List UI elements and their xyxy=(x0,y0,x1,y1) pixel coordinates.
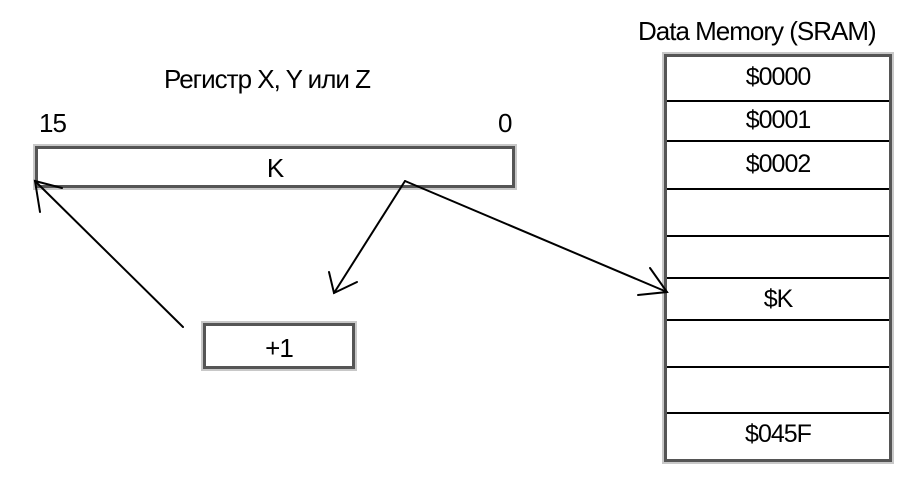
memory-block: $0000 $0001 $0002 $K $045F xyxy=(664,54,892,462)
register-bit-low: 0 xyxy=(498,108,513,138)
increment-label: +1 xyxy=(265,333,294,363)
arrow-to-increment xyxy=(328,180,406,295)
arrow-to-register xyxy=(33,179,184,328)
memory-row-0: $0000 xyxy=(667,57,889,102)
memory-row-7 xyxy=(667,368,889,414)
arrow-to-memory xyxy=(404,180,669,296)
register-value: K xyxy=(266,153,284,183)
memory-title: Data Memory (SRAM) xyxy=(638,16,877,46)
memory-row-3 xyxy=(667,190,889,237)
increment-box: +1 xyxy=(203,323,355,369)
memory-row-8: $045F xyxy=(667,414,889,459)
memory-row-6 xyxy=(667,321,889,368)
memory-row-1: $0001 xyxy=(667,102,889,142)
memory-address-0000: $0000 xyxy=(745,63,812,91)
memory-row-4 xyxy=(667,237,889,279)
memory-address-0002: $0002 xyxy=(745,150,812,178)
memory-address-k: $K xyxy=(763,285,794,313)
register-box: K xyxy=(35,146,515,188)
register-title: Регистр X, Y или Z xyxy=(164,64,371,94)
memory-row-5: $K xyxy=(667,279,889,321)
register-bit-high: 15 xyxy=(39,108,67,138)
memory-row-2: $0002 xyxy=(667,142,889,190)
memory-address-0001: $0001 xyxy=(745,106,812,134)
memory-address-045f: $045F xyxy=(745,420,812,448)
